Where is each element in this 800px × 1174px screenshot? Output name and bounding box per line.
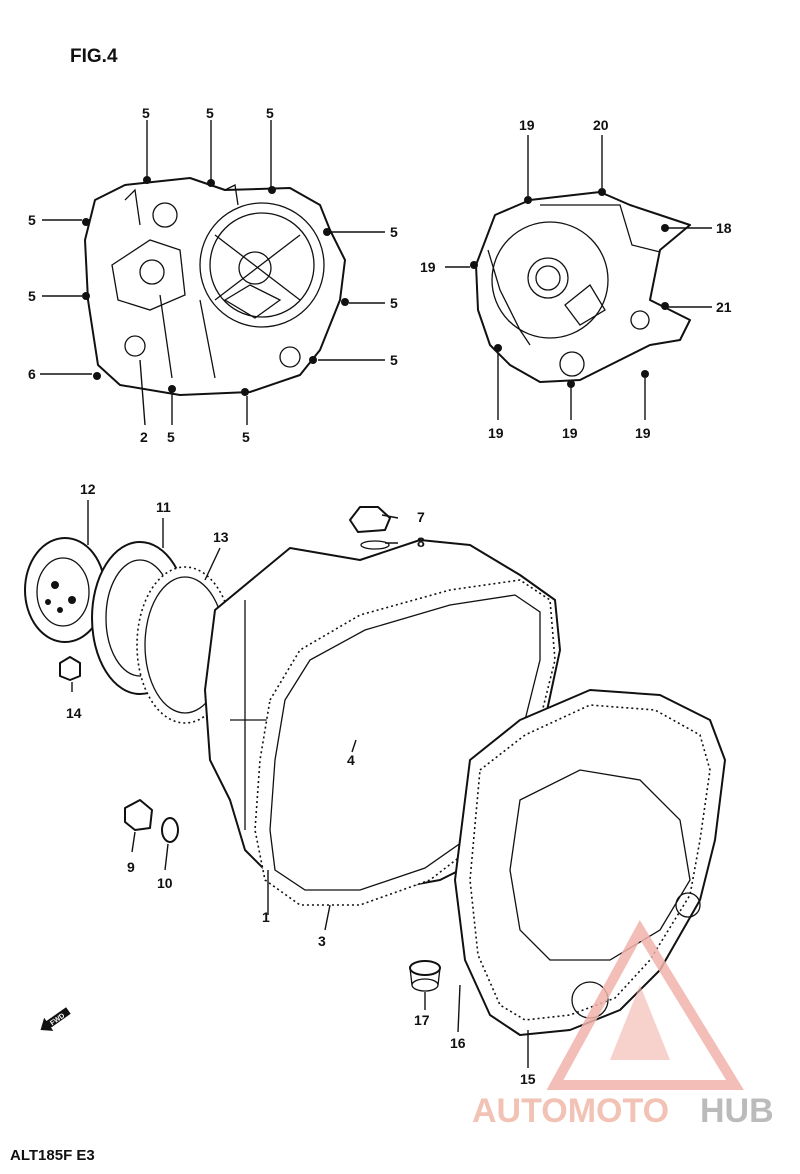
callout-10: 10 — [157, 875, 173, 891]
callout-5-h: 5 — [390, 352, 398, 368]
callout-5-b: 5 — [206, 105, 214, 121]
callout-5-i: 5 — [167, 429, 175, 445]
watermark-logo: AUTOMOTO HUB — [472, 920, 774, 1130]
oil-filler-cap-part-7 — [349, 506, 391, 550]
callout-17: 17 — [414, 1012, 430, 1028]
callout-5-e: 5 — [28, 288, 36, 304]
callout-6: 6 — [28, 366, 36, 382]
callout-5-f: 5 — [390, 224, 398, 240]
callout-5-j: 5 — [242, 429, 250, 445]
callout-5-d: 5 — [28, 212, 36, 228]
catalog-code: ALT185F E3 — [10, 1147, 95, 1164]
callout-16: 16 — [450, 1035, 466, 1051]
callout-7: 7 — [417, 509, 425, 525]
callout-14: 14 — [66, 705, 82, 721]
callout-19-c: 19 — [488, 425, 504, 441]
fwd-label: FWD — [49, 1012, 66, 1027]
magneto-cover-right-view — [475, 191, 691, 383]
bolt-part-14 — [59, 656, 81, 681]
leader-lines-bottom — [71, 500, 529, 1068]
callout-13: 13 — [213, 529, 229, 545]
fwd-arrow-icon: FWD — [40, 1007, 71, 1031]
leader-lines-right — [445, 135, 712, 420]
bolt-dots-left — [82, 176, 349, 396]
callout-9: 9 — [127, 859, 135, 875]
callout-19-e: 19 — [635, 425, 651, 441]
watermark-text-a: AUTOMOTO — [472, 1092, 669, 1130]
crankcase-cover-left-view — [84, 177, 346, 396]
callout-2: 2 — [140, 429, 148, 445]
watermark-text-b: HUB — [700, 1092, 774, 1130]
dowel-pin-part-17 — [409, 960, 441, 992]
figure-title: FIG.4 — [70, 46, 118, 67]
callout-5-a: 5 — [142, 105, 150, 121]
callout-19-d: 19 — [562, 425, 578, 441]
callout-4: 4 — [347, 752, 355, 768]
callout-12: 12 — [80, 481, 96, 497]
callout-8: 8 — [417, 534, 425, 550]
magneto-housing-part-15 — [454, 689, 726, 1036]
callout-20: 20 — [593, 117, 609, 133]
watermark-triangle-icon — [546, 920, 744, 1090]
bolt-dots-right — [470, 188, 669, 388]
callout-21: 21 — [716, 299, 732, 315]
leader-lines-left — [40, 120, 385, 426]
callout-3: 3 — [318, 933, 326, 949]
callout-1: 1 — [262, 909, 270, 925]
callout-11: 11 — [156, 499, 171, 515]
callout-19-b: 19 — [420, 259, 436, 275]
callout-18: 18 — [716, 220, 732, 236]
callout-15: 15 — [520, 1071, 536, 1087]
callout-5-g: 5 — [390, 295, 398, 311]
drain-plug-part-9 — [124, 799, 179, 843]
callout-5-c: 5 — [266, 105, 274, 121]
callout-19-a: 19 — [519, 117, 535, 133]
